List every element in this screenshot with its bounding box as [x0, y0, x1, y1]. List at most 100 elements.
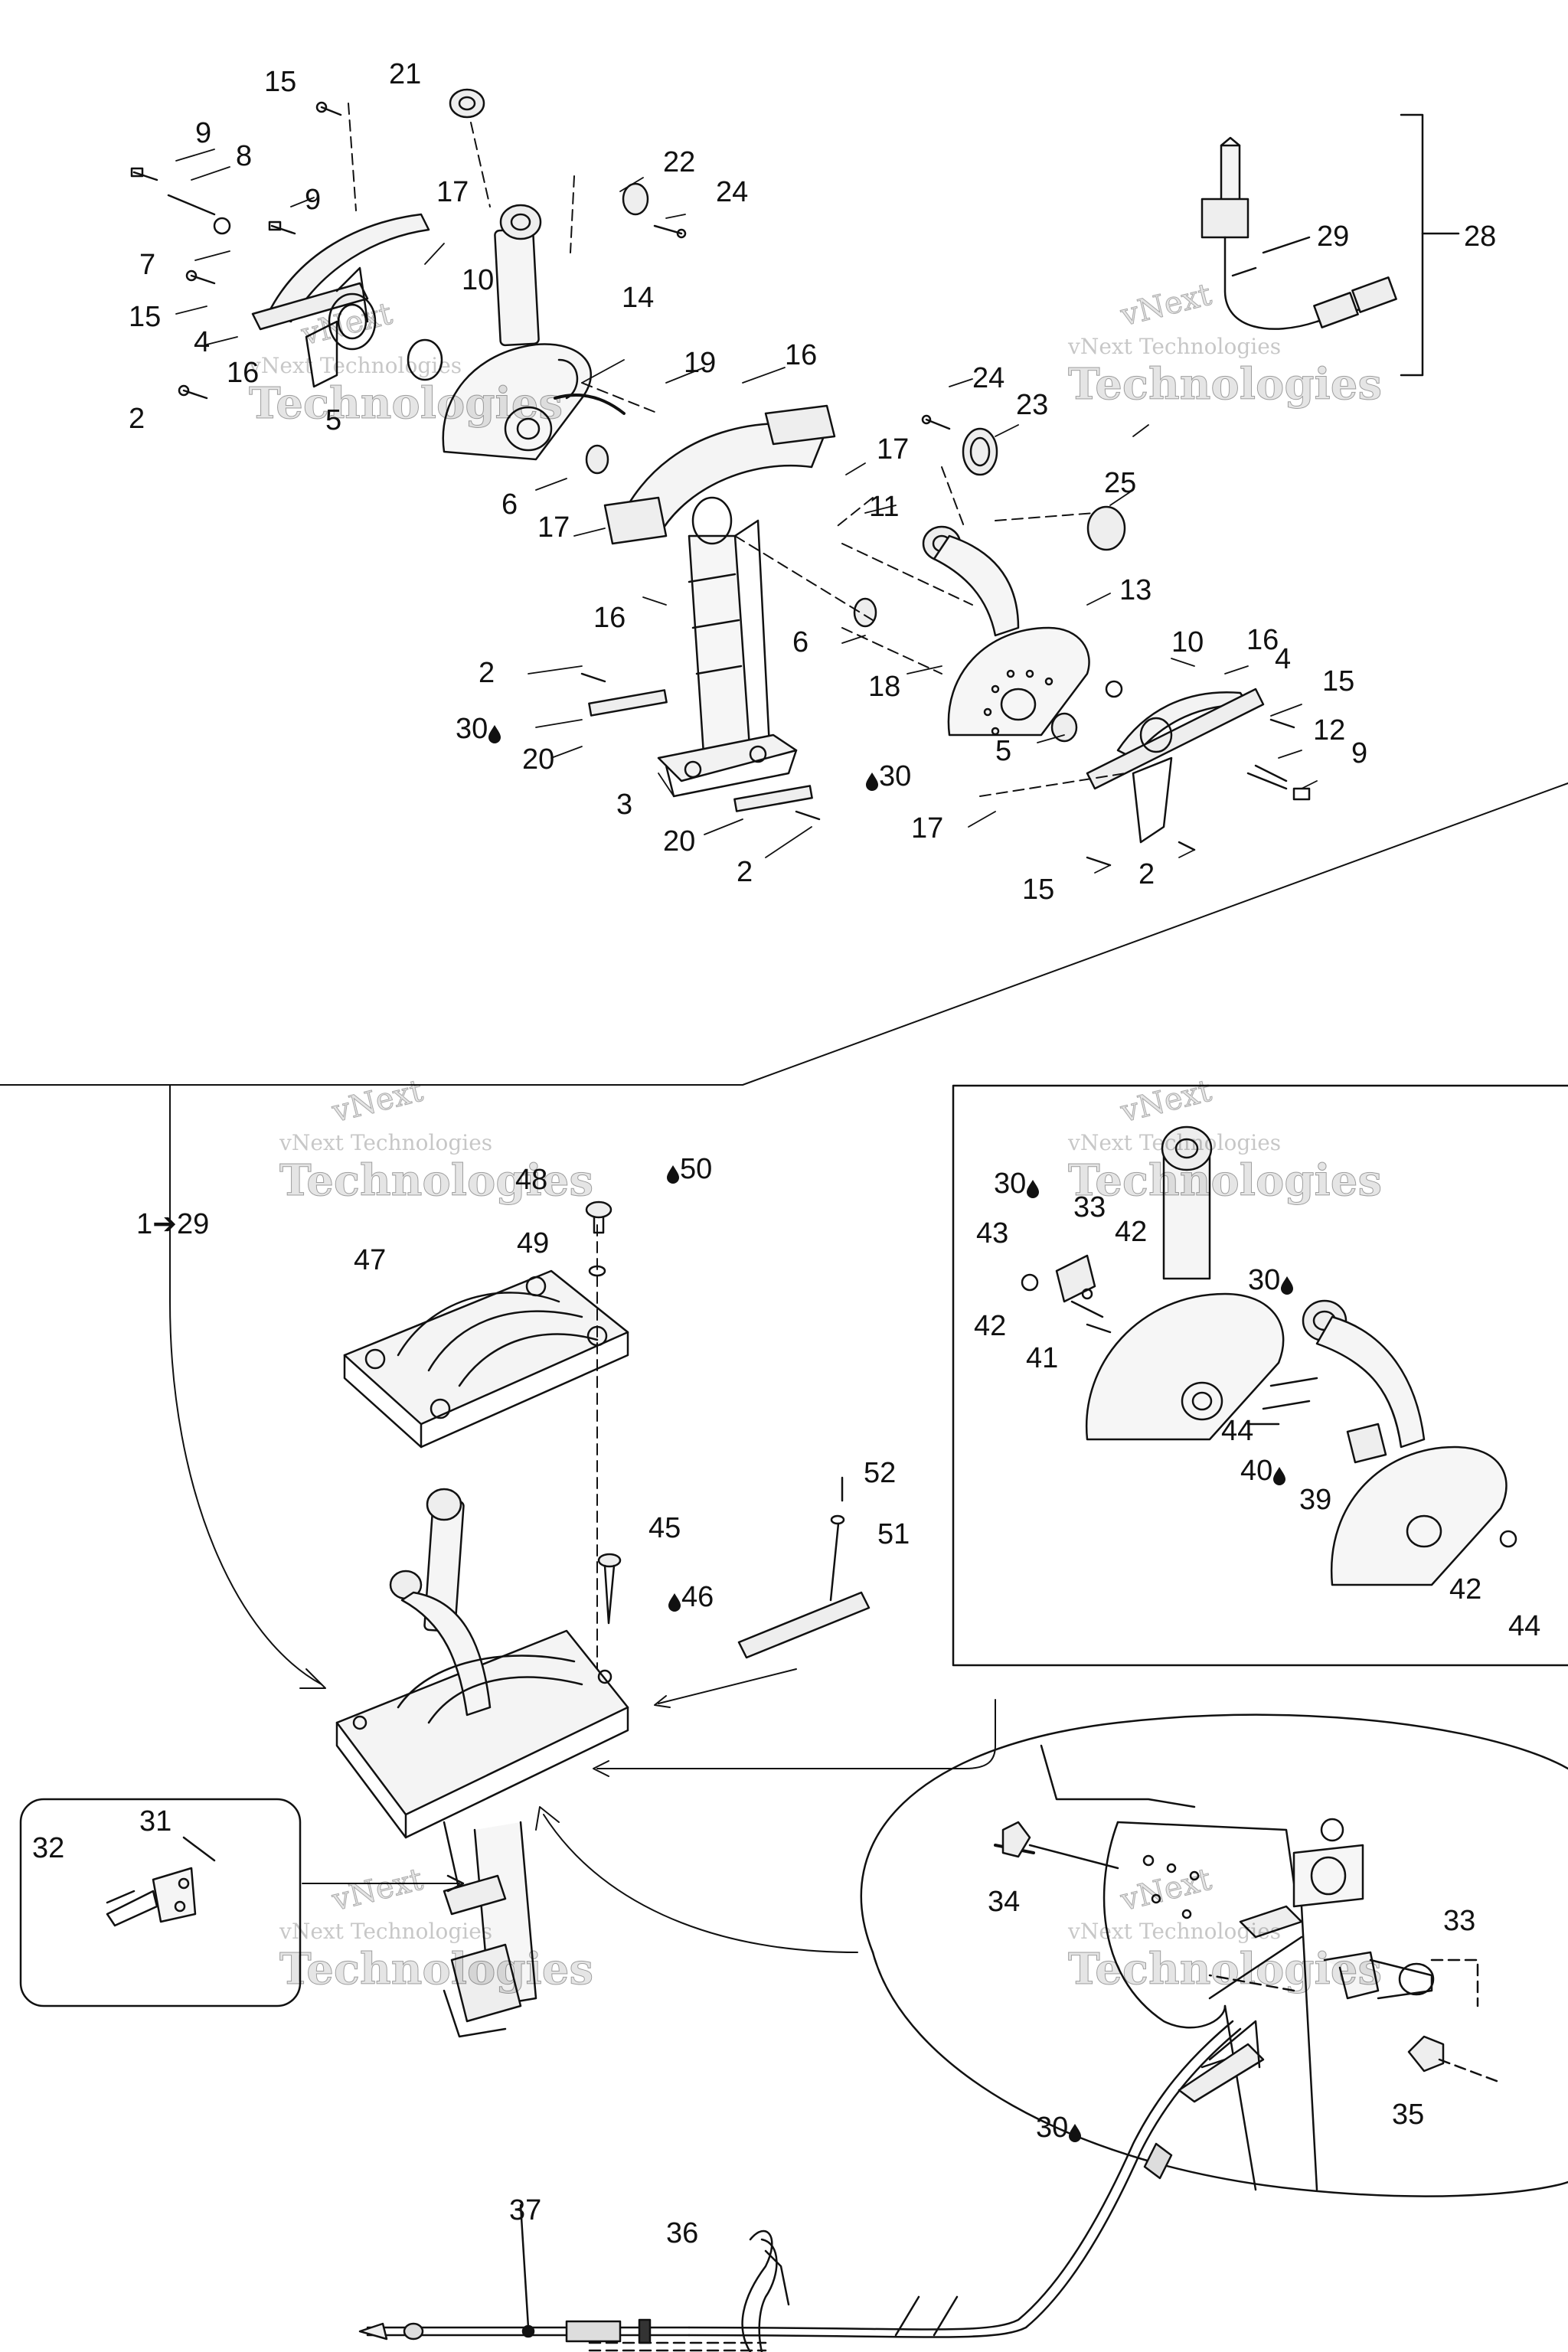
oil-drop-icon [488, 720, 501, 743]
callout-text: 37 [509, 2194, 542, 2226]
oil-drop-icon [1026, 1175, 1040, 1198]
callout-label: 20 [663, 827, 695, 856]
callout-text: 9 [305, 184, 322, 216]
callout-label: 17 [877, 435, 909, 464]
callout-label: 7 [139, 250, 155, 279]
callout-text: 23 [1016, 389, 1049, 421]
callout-text: 2 [737, 856, 753, 888]
callout-label: 9 [195, 119, 211, 148]
throttle-lever-part [442, 204, 592, 461]
watermark-line-2: vNext Technologies [1068, 334, 1282, 359]
callout-text: 39 [1299, 1484, 1332, 1516]
callout-text: 15 [1322, 665, 1355, 697]
oil-drop-icon [666, 1161, 680, 1184]
watermark-line-3: Technologies [1068, 1155, 1383, 1207]
watermark-line-3: Technologies [279, 1944, 594, 1995]
callout-label: 9 [305, 185, 321, 214]
callout-label: 2 [1138, 860, 1155, 889]
callout-text: 30 [456, 713, 488, 745]
callout-label: 49 [517, 1229, 549, 1258]
callout-text: 14 [622, 282, 655, 314]
callout-text: 21 [389, 58, 422, 90]
control-box-part [335, 1488, 629, 2038]
callout-label: 16 [593, 603, 626, 632]
callout-label: 11 [869, 492, 899, 521]
oil-drop-icon [1068, 2119, 1082, 2142]
callout-label: 24 [972, 364, 1004, 393]
callout-text: 6 [792, 626, 809, 658]
dashed-guides [348, 103, 1126, 797]
callout-label: 13 [1119, 576, 1152, 605]
callout-text: 48 [515, 1164, 548, 1196]
callout-text: 36 [666, 2217, 699, 2249]
callout-label: 44 [1221, 1416, 1253, 1446]
callout-label: 5 [325, 406, 341, 435]
callout-text: 7 [139, 249, 156, 281]
watermark-line-2: vNext Technologies [279, 1130, 493, 1155]
callout-text: 2 [129, 403, 145, 435]
callout-text: 51 [877, 1518, 910, 1550]
callout-label: 21 [389, 60, 421, 89]
callout-label: 28 [1464, 222, 1496, 251]
callout-text: 33 [1443, 1905, 1476, 1937]
callout-label: 16 [227, 358, 259, 387]
detail-box-31 [19, 1798, 465, 2007]
callout-label: 35 [1392, 2100, 1424, 2129]
callout-label: 37 [509, 2196, 541, 2225]
callout-text: 17 [436, 176, 469, 208]
callout-label: 10 [1171, 628, 1204, 657]
callout-text: 20 [663, 825, 696, 858]
support-bracket-part [603, 404, 836, 798]
callout-text: 44 [1221, 1415, 1254, 1447]
callout-label: 4 [194, 328, 210, 357]
callout-text: 32 [32, 1832, 65, 1864]
callout-label: 30 [1248, 1266, 1294, 1295]
callout-text: 1➔29 [136, 1208, 210, 1240]
callout-text: 30 [994, 1168, 1027, 1200]
callout-text: 41 [1026, 1342, 1059, 1374]
callout-label: 36 [666, 2219, 698, 2248]
callout-label: 46 [668, 1583, 714, 1612]
callout-text: 42 [1115, 1216, 1148, 1248]
callout-text: 29 [1317, 220, 1350, 253]
callout-label: 47 [354, 1246, 386, 1275]
callout-label: 16 [1246, 626, 1279, 655]
callout-label: 15 [264, 67, 296, 96]
watermark: vNext vNext Technologies Technologies [1068, 1073, 1383, 1207]
callout-text: 8 [236, 140, 253, 172]
callout-text: 9 [195, 117, 212, 149]
callout-text: 40 [1240, 1455, 1273, 1487]
oil-drop-icon [1280, 1272, 1294, 1295]
callout-label: 34 [988, 1887, 1020, 1916]
callout-text: 17 [877, 433, 910, 466]
callout-label: 23 [1016, 390, 1048, 420]
callout-label: 15 [129, 302, 161, 332]
callout-label: 12 [1313, 716, 1345, 745]
callout-text: 16 [593, 602, 626, 634]
callout-label: 17 [436, 178, 469, 207]
callout-label: 33 [1443, 1906, 1475, 1936]
callout-label: 17 [537, 513, 570, 542]
callout-label: 14 [622, 283, 654, 312]
cable-assembly-part [358, 2203, 959, 2352]
callout-label: 3 [616, 790, 632, 819]
callout-text: 46 [681, 1581, 714, 1613]
callout-label: 9 [1351, 739, 1367, 768]
callout-text: 22 [663, 146, 696, 178]
callout-text: 16 [227, 357, 260, 389]
callout-label: 45 [648, 1514, 681, 1543]
divider-line [0, 782, 1568, 1086]
callout-text: 15 [1022, 874, 1055, 906]
right-cover-part [1086, 688, 1265, 844]
callout-label: 6 [501, 490, 518, 519]
callout-label: 33 [1073, 1193, 1106, 1222]
callout-label: 42 [1449, 1575, 1481, 1604]
watermark: vNext vNext Technologies Technologies [1068, 1861, 1383, 1994]
callout-label: 50 [666, 1155, 712, 1184]
callout-text: 4 [194, 326, 211, 358]
callout-text: 52 [864, 1457, 897, 1489]
oil-drop-icon [1272, 1462, 1286, 1485]
left-cover-part [251, 213, 443, 388]
leader-lines [175, 149, 1318, 874]
